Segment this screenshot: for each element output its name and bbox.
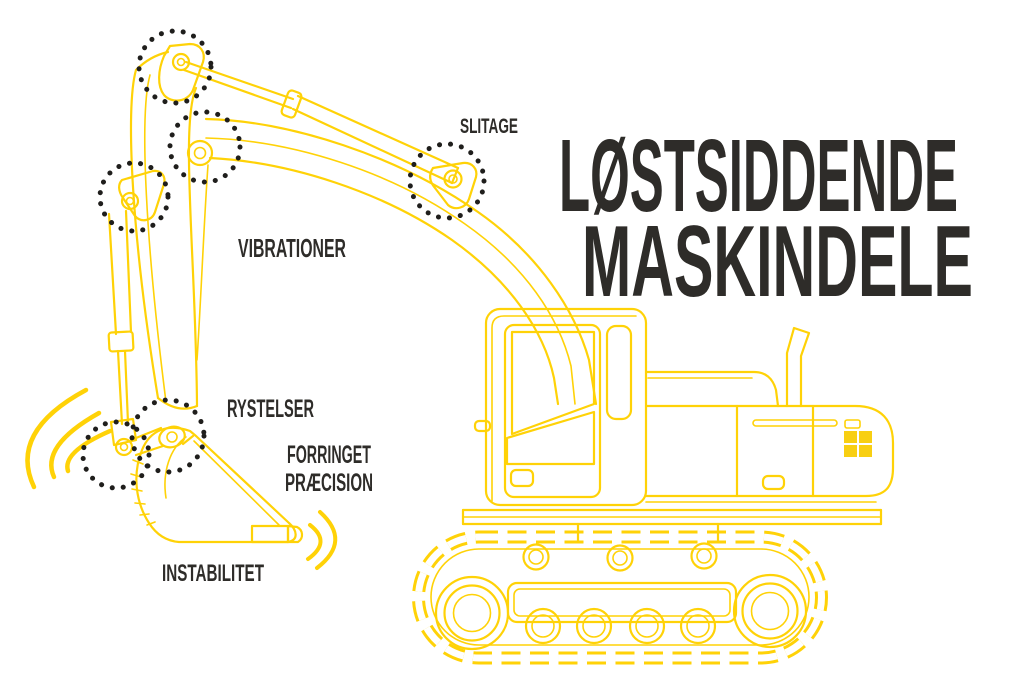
- excavator-cab: [473, 307, 648, 507]
- label-forringet-line1: FORRINGET: [287, 441, 371, 469]
- joint-highlight-circle-icon-top: [136, 28, 214, 106]
- excavator-platform: [461, 508, 883, 543]
- stick-cylinder: [182, 60, 478, 210]
- page-title-line1: LØSTSIDDENDE: [559, 118, 958, 233]
- page-title-line2: MASKINDELE: [582, 206, 973, 318]
- label-vibrationer: VIBRATIONER: [238, 233, 346, 263]
- joint-highlight-circle-icon-bucket-left: [80, 419, 152, 491]
- vibration-wave-icon-left: [25, 387, 113, 490]
- joint-highlight-circle-icon-slitage: [407, 141, 487, 221]
- vent-grid-icon: [844, 431, 872, 457]
- excavator-tracks: [412, 530, 828, 665]
- vent-slot: [752, 419, 838, 427]
- vibration-wave-icon-right: [306, 510, 338, 570]
- joint-highlight-circle-icon-bucket-right: [129, 397, 207, 475]
- label-rystelser: RYSTELSER: [227, 395, 314, 423]
- label-slitage: SLITAGE: [460, 115, 518, 138]
- bucket-hatch-marks: [130, 459, 156, 526]
- bucket-tooth-plate: [250, 524, 290, 544]
- excavator-bucket: [130, 426, 304, 544]
- excavator-stick: [129, 50, 214, 410]
- label-instabilitet: INSTABILITET: [162, 560, 264, 587]
- joint-highlight-circle-icon-elbow: [167, 109, 243, 185]
- exhaust-pipe: [785, 326, 811, 408]
- excavator-boom: [204, 117, 598, 406]
- excavator-body: [644, 326, 895, 503]
- label-forringet-line2: PRÆCISION: [285, 469, 373, 497]
- boom-top-bracket: [158, 42, 205, 102]
- joint-highlight-circle-icon-cylinder: [97, 160, 171, 234]
- bucket-cylinder: [107, 169, 166, 457]
